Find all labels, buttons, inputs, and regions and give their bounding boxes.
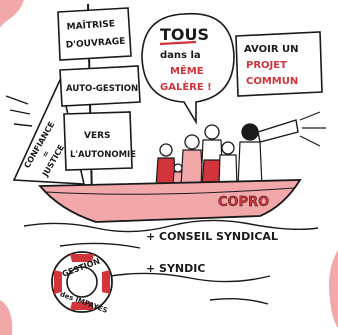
person-4 xyxy=(218,141,238,187)
sign3-line-1: VERS xyxy=(84,131,111,141)
speech-line-4: GALÈRE ! xyxy=(160,80,212,93)
bullet-conseil-syndical: + CONSEIL SYNDICAL xyxy=(146,230,278,243)
pink-blob-bottom-left xyxy=(0,300,13,335)
goal-line-3: COMMUN xyxy=(246,76,298,87)
speech-line-1: TOUS xyxy=(160,25,209,44)
person-1 xyxy=(155,143,177,187)
speech-line-2: dans la xyxy=(160,50,201,61)
sign3-line-2: L'AUTONOMIE xyxy=(70,150,136,160)
speech-bubble: TOUS dans la MÊME GALÈRE ! xyxy=(141,12,235,125)
boat-hull: COPRO xyxy=(38,179,302,223)
telescope-rays xyxy=(299,111,326,147)
sign-maitrise-douvrage: MAÎTRISE D'OUVRAGE xyxy=(57,7,132,61)
sign1-line-2: D'OUVRAGE xyxy=(66,37,126,51)
pink-blob-top-left xyxy=(0,0,24,28)
goal-sign: AVOIR UN PROJET COMMUN xyxy=(235,31,323,97)
speech-line-3: MÊME xyxy=(170,64,204,77)
sign-vers-lautonomie: VERS L'AUTONOMIE xyxy=(63,111,136,171)
sign1-line-1: MAÎTRISE xyxy=(66,17,115,32)
goal-line-1: AVOIR UN xyxy=(244,44,299,55)
person-2 xyxy=(180,134,204,187)
pink-blob-right xyxy=(329,250,338,328)
bullet-syndic: + SYNDIC xyxy=(146,262,205,275)
sign-auto-gestion: AUTO-GESTION xyxy=(59,65,141,107)
sign2-text: AUTO-GESTION xyxy=(66,84,138,94)
telescope-icon xyxy=(257,119,299,143)
person-3 xyxy=(200,124,224,187)
person-telescope xyxy=(237,119,299,187)
speech-underline xyxy=(159,40,197,46)
sail-line-2: = xyxy=(40,149,51,159)
wind-lines xyxy=(5,95,33,127)
goal-line-2: PROJET xyxy=(246,60,287,71)
waves xyxy=(23,219,319,305)
crew xyxy=(155,119,299,187)
lifebuoy: GESTION des IMPAYÉS xyxy=(51,251,113,315)
boat-label: COPRO xyxy=(218,195,269,210)
